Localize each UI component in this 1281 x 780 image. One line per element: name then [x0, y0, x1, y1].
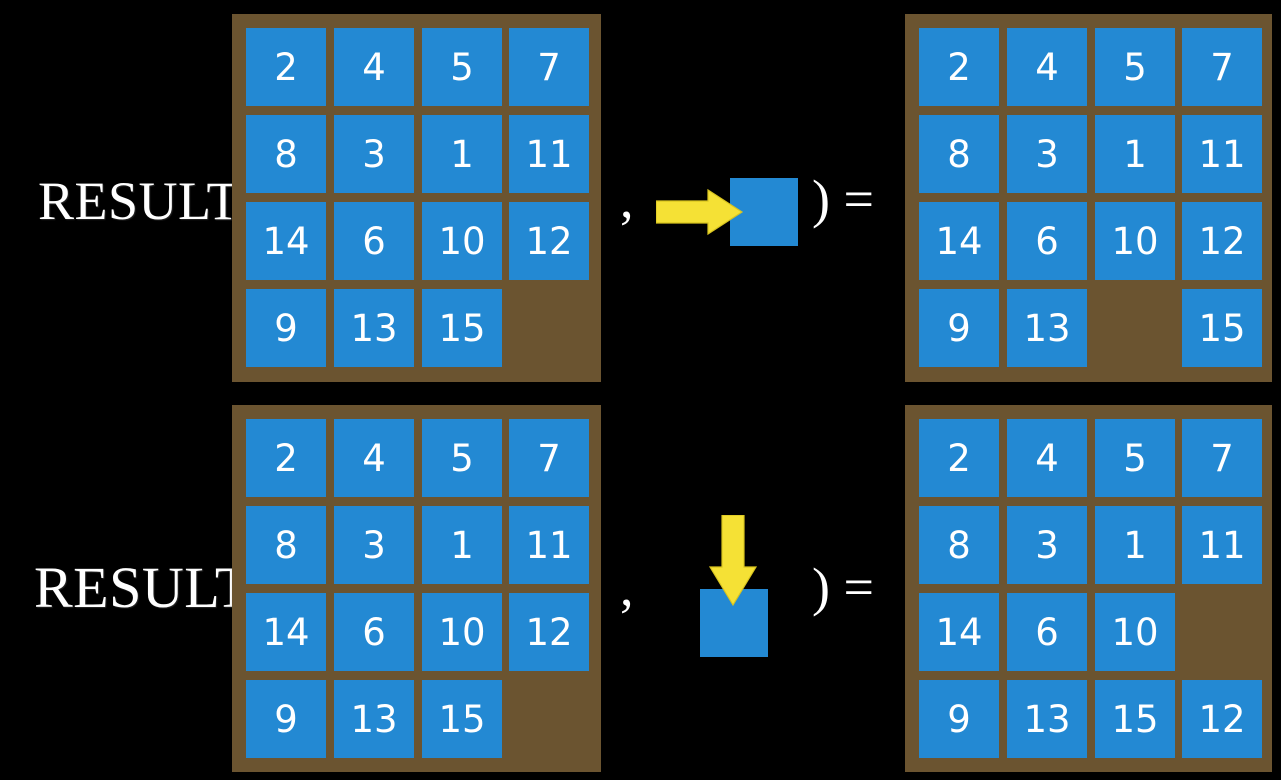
tile[interactable]: 6: [1007, 593, 1087, 671]
tile[interactable]: 1: [422, 506, 502, 584]
tile[interactable]: 7: [1182, 419, 1262, 497]
tile[interactable]: 6: [334, 202, 414, 280]
tile[interactable]: 13: [1007, 680, 1087, 758]
tile[interactable]: 11: [1182, 506, 1262, 584]
move-down-action: [690, 505, 800, 670]
move-right-action: [650, 160, 810, 260]
tile[interactable]: 10: [1095, 593, 1175, 671]
tile[interactable]: 8: [919, 506, 999, 584]
result-label-row1: RESULT(: [38, 171, 259, 231]
tile[interactable]: 2: [919, 419, 999, 497]
tile[interactable]: 11: [1182, 115, 1262, 193]
output-board-row2: 2 4 5 7 8 3 1 11 14 6 10 9 13 15 12: [905, 405, 1272, 772]
tile[interactable]: 13: [334, 680, 414, 758]
close-paren-equals-row2: ) =: [812, 557, 874, 617]
tile[interactable]: 3: [334, 115, 414, 193]
tile-blank: [509, 680, 589, 758]
tile[interactable]: 3: [1007, 506, 1087, 584]
output-board-row2-grid: 2 4 5 7 8 3 1 11 14 6 10 9 13 15 12: [905, 405, 1272, 772]
tile[interactable]: 9: [919, 680, 999, 758]
output-board-row1: 2 4 5 7 8 3 1 11 14 6 10 12 9 13 15: [905, 14, 1272, 382]
input-board-row1-grid: 2 4 5 7 8 3 1 11 14 6 10 12 9 13 15: [232, 14, 601, 382]
tile[interactable]: 5: [1095, 28, 1175, 106]
tile[interactable]: 3: [334, 506, 414, 584]
tile[interactable]: 1: [1095, 115, 1175, 193]
input-board-row2-grid: 2 4 5 7 8 3 1 11 14 6 10 12 9 13 15: [232, 405, 601, 772]
tile[interactable]: 7: [509, 28, 589, 106]
tile[interactable]: 12: [1182, 680, 1262, 758]
tile[interactable]: 6: [1007, 202, 1087, 280]
tile[interactable]: 14: [246, 202, 326, 280]
tile[interactable]: 14: [919, 202, 999, 280]
tile[interactable]: 15: [422, 680, 502, 758]
tile[interactable]: 2: [919, 28, 999, 106]
tile[interactable]: 10: [422, 202, 502, 280]
tile[interactable]: 8: [246, 115, 326, 193]
tile[interactable]: 14: [919, 593, 999, 671]
tile-blank: [1182, 593, 1262, 671]
comma-row1: ,: [620, 169, 634, 229]
tile[interactable]: 8: [246, 506, 326, 584]
tile[interactable]: 10: [1095, 202, 1175, 280]
comma-row2: ,: [620, 557, 634, 617]
tile[interactable]: 5: [1095, 419, 1175, 497]
input-board-row2: 2 4 5 7 8 3 1 11 14 6 10 12 9 13 15: [232, 405, 601, 772]
arrow-right-icon: [656, 188, 744, 236]
tile[interactable]: 12: [1182, 202, 1262, 280]
tile[interactable]: 9: [246, 289, 326, 367]
tile[interactable]: 4: [334, 28, 414, 106]
tile[interactable]: 7: [509, 419, 589, 497]
tile[interactable]: 5: [422, 419, 502, 497]
tile[interactable]: 10: [422, 593, 502, 671]
tile[interactable]: 14: [246, 593, 326, 671]
tile[interactable]: 13: [334, 289, 414, 367]
arrow-down-icon: [708, 515, 758, 607]
tile[interactable]: 2: [246, 419, 326, 497]
tile[interactable]: 8: [919, 115, 999, 193]
tile-blank: [509, 289, 589, 367]
tile[interactable]: 15: [422, 289, 502, 367]
input-board-row1: 2 4 5 7 8 3 1 11 14 6 10 12 9 13 15: [232, 14, 601, 382]
tile[interactable]: 1: [1095, 506, 1175, 584]
tile[interactable]: 7: [1182, 28, 1262, 106]
tile[interactable]: 3: [1007, 115, 1087, 193]
tile[interactable]: 6: [334, 593, 414, 671]
tile[interactable]: 13: [1007, 289, 1087, 367]
tile[interactable]: 4: [1007, 419, 1087, 497]
tile[interactable]: 12: [509, 593, 589, 671]
tile[interactable]: 15: [1182, 289, 1262, 367]
tile[interactable]: 2: [246, 28, 326, 106]
tile[interactable]: 12: [509, 202, 589, 280]
tile[interactable]: 4: [334, 419, 414, 497]
tile[interactable]: 9: [919, 289, 999, 367]
result-label-row2: RESULT(: [34, 555, 271, 620]
output-board-row1-grid: 2 4 5 7 8 3 1 11 14 6 10 12 9 13 15: [905, 14, 1272, 382]
tile-blank: [1095, 289, 1175, 367]
tile[interactable]: 5: [422, 28, 502, 106]
tile[interactable]: 1: [422, 115, 502, 193]
tile[interactable]: 15: [1095, 680, 1175, 758]
tile[interactable]: 4: [1007, 28, 1087, 106]
tile[interactable]: 11: [509, 506, 589, 584]
tile[interactable]: 11: [509, 115, 589, 193]
tile[interactable]: 9: [246, 680, 326, 758]
close-paren-equals-row1: ) =: [812, 169, 874, 229]
